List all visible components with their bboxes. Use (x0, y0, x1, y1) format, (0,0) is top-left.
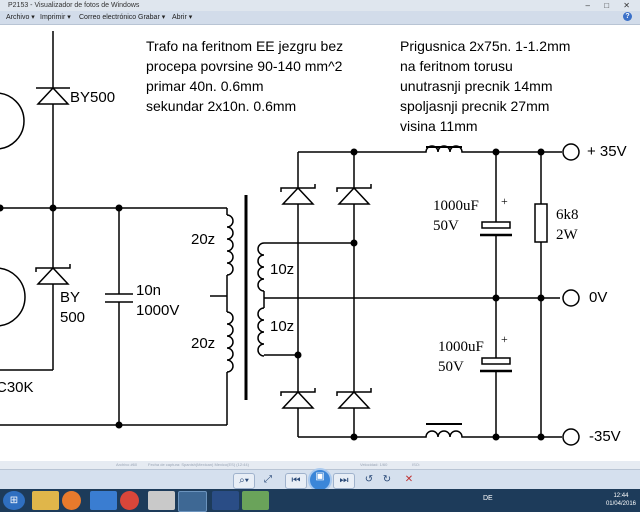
trafo-note-line: sekundar 2x10n. 0.6mm (146, 98, 297, 114)
choke-note: Prigusnica 2x75n. 1-1.2mm na feritnom to… (400, 36, 570, 136)
window-controls: – □ ✕ (586, 0, 636, 11)
diode-by-label: BY (60, 289, 81, 306)
language-indicator[interactable]: DE (483, 495, 493, 502)
trafo-note-line: primar 40n. 0.6mm (146, 78, 264, 94)
secondary-winding-bottom-label: 10z (270, 318, 295, 335)
output-zero-label: 0V (589, 289, 608, 306)
menu-imprimir[interactable]: Imprimir ▾ (40, 14, 71, 21)
info-strip: Archivo #60 Fecha de captura: Spanish(Me… (0, 461, 640, 469)
info-item: Fecha de captura: Spanish(Mexican) Mexic… (148, 462, 249, 467)
trafo-note: Trafo na feritnom EE jezgru bez procepa … (146, 36, 343, 116)
menu-bar: Archivo ▾ Imprimir ▾ Correo electrónico … (0, 11, 640, 25)
cap1-value-label: 1000uF (433, 198, 479, 214)
diode-by-value-label: 500 (60, 309, 86, 326)
choke-note-line: spoljasnji precnik 27mm (400, 98, 550, 114)
info-item: Velocidad: 1/60 (360, 462, 388, 467)
image-canvas: Trafo na feritnom EE jezgru bez procepa … (0, 25, 640, 461)
paint-icon[interactable] (242, 491, 269, 510)
photoshop-icon[interactable] (212, 491, 239, 510)
close-button[interactable]: ✕ (623, 1, 636, 10)
menu-archivo[interactable]: Archivo ▾ (6, 14, 35, 21)
cap-1000v-label: 1000V (136, 302, 180, 319)
primary-winding-bottom-label: 20z (191, 335, 216, 352)
window-title: P2153 - Visualizador de fotos de Windows (8, 2, 140, 9)
maximize-button[interactable]: □ (604, 1, 616, 10)
menu-abrir[interactable]: Abrir ▾ (172, 14, 193, 21)
cap2-value-label: 1000uF (438, 339, 484, 355)
primary-winding-top-label: 20z (191, 231, 216, 248)
rotate-right-icon[interactable]: ↻ (382, 474, 392, 485)
choke-note-line: na feritnom torusu (400, 58, 513, 74)
schematic-drawing (0, 31, 580, 446)
photo-viewer-icon[interactable] (178, 491, 207, 512)
firefox-icon[interactable] (62, 491, 81, 510)
secondary-winding-top-label: 10z (270, 261, 295, 278)
cap2-voltage-label: 50V (438, 359, 464, 375)
transistor-label: C30K (0, 379, 34, 396)
cap2-polarity-label: + (501, 332, 508, 346)
cap-10n-label: 10n (136, 282, 162, 299)
info-item: Archivo #60 (116, 462, 138, 467)
delete-icon[interactable]: ✕ (404, 474, 414, 485)
menu-grabar[interactable]: Grabar ▾ (138, 14, 166, 21)
clock-date: 01/04/2016 (605, 501, 636, 507)
trafo-note-line: procepa povrsine 90-140 mm^2 (146, 58, 343, 74)
help-icon[interactable]: ? (623, 12, 632, 21)
start-button[interactable]: ⊞ (3, 491, 25, 510)
previous-button[interactable]: ⏮ (285, 473, 307, 489)
cap1-voltage-label: 50V (433, 218, 459, 234)
viewer-toolbar: ⌕▾ ⤢ ⏮ ▣ ⏭ ↺ ↻ ✕ (0, 468, 640, 492)
fit-window-icon[interactable]: ⤢ (264, 474, 272, 485)
cap1-polarity-label: + (501, 194, 508, 208)
chrome-icon[interactable] (120, 491, 139, 510)
clock-time: 12:44 (613, 493, 629, 499)
files-icon[interactable] (148, 491, 175, 510)
system-tray: DE 12:44 01/04/2016 (480, 489, 640, 512)
choke-note-line: unutrasnji precnik 14mm (400, 78, 553, 94)
diode-by500-label: BY500 (70, 89, 116, 106)
explorer-icon[interactable] (32, 491, 59, 510)
output-negative-label: -35V (589, 428, 621, 445)
output-positive-label: + 35V (587, 143, 627, 160)
media-icon[interactable] (90, 491, 117, 510)
trafo-note-line: Trafo na feritnom EE jezgru bez (146, 38, 344, 54)
info-item: ISO: (412, 462, 421, 467)
clock[interactable]: 12:44 01/04/2016 (606, 492, 636, 508)
slideshow-button[interactable]: ▣ (308, 468, 332, 492)
zoom-button[interactable]: ⌕▾ (233, 473, 255, 489)
window-titlebar: P2153 - Visualizador de fotos de Windows… (0, 0, 640, 11)
choke-note-line: Prigusnica 2x75n. 1-1.2mm (400, 38, 571, 54)
menu-correo[interactable]: Correo electrónico (79, 14, 137, 21)
next-button[interactable]: ⏭ (333, 473, 355, 489)
minimize-button[interactable]: – (585, 1, 596, 10)
taskbar: ⊞ DE 12:44 01/04/2016 (0, 489, 640, 512)
resistor-power-label: 2W (556, 227, 578, 243)
choke-note-line: visina 11mm (400, 118, 478, 134)
resistor-value-label: 6k8 (556, 207, 579, 223)
rotate-left-icon[interactable]: ↺ (364, 474, 374, 485)
